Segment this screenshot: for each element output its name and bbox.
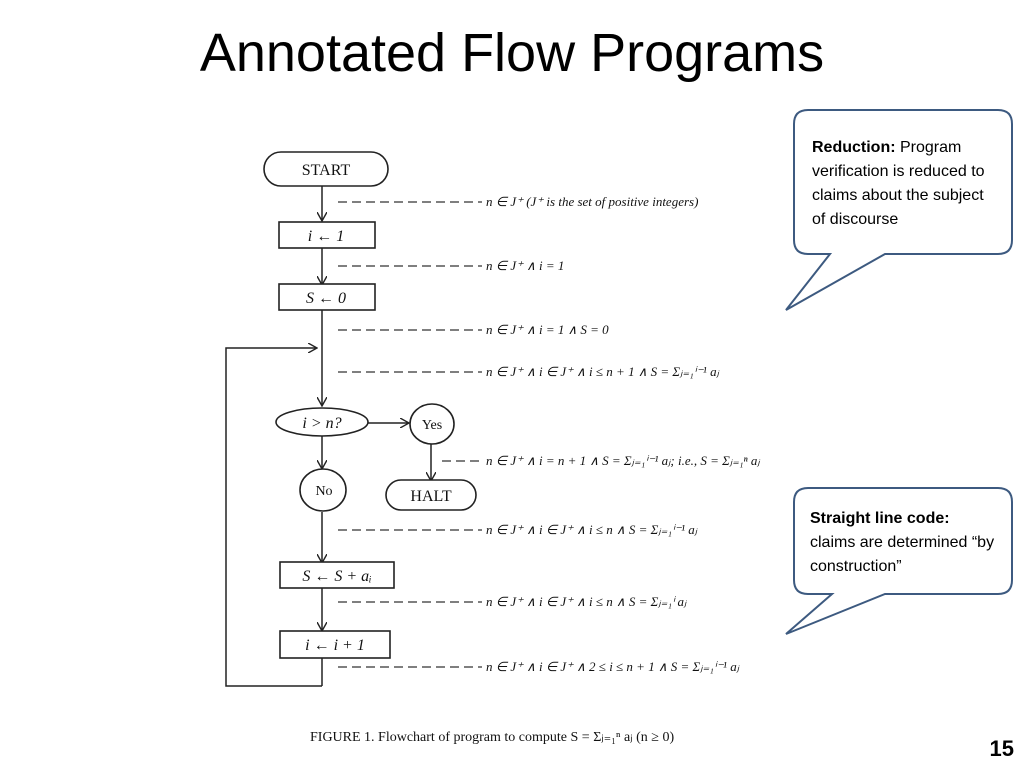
assertion-1: n ∈ J⁺ (J⁺ is the set of positive intege… bbox=[486, 194, 698, 209]
assertion-5: n ∈ J⁺ ∧ i = n + 1 ∧ S = Σⱼ₌₁ⁱ⁻¹ aⱼ; i.e… bbox=[486, 453, 760, 468]
callout-bubble-straight-line bbox=[785, 487, 1013, 635]
increment-box bbox=[279, 630, 391, 659]
assertion-leaders bbox=[338, 201, 482, 668]
figure-caption: FIGURE 1. Flowchart of program to comput… bbox=[310, 730, 674, 745]
no-node bbox=[299, 468, 347, 512]
halt-node bbox=[385, 479, 477, 511]
callout-reduction-body: Program verification is reduced to claim… bbox=[812, 139, 985, 228]
assign-s-label: S ← 0 bbox=[306, 290, 346, 307]
assign-s-box bbox=[278, 283, 376, 311]
callout-reduction-heading: Reduction: bbox=[812, 139, 896, 156]
no-label: No bbox=[315, 484, 332, 499]
callout-bubble-reduction bbox=[785, 109, 1013, 311]
assertion-6: n ∈ J⁺ ∧ i ∈ J⁺ ∧ i ≤ n ∧ S = Σⱼ₌₁ⁱ⁻¹ aⱼ bbox=[486, 522, 698, 537]
assertion-7: n ∈ J⁺ ∧ i ∈ J⁺ ∧ i ≤ n ∧ S = Σⱼ₌₁ⁱ aⱼ bbox=[486, 594, 687, 609]
assign-i-label: i ← 1 bbox=[308, 228, 344, 245]
callout-straight-line-heading: Straight line code: bbox=[810, 510, 950, 527]
start-label: START bbox=[302, 162, 351, 179]
start-node bbox=[263, 151, 389, 187]
accumulate-label: S ← S + aᵢ bbox=[302, 568, 371, 585]
page-number: 15 bbox=[989, 736, 1014, 761]
accumulate-box bbox=[279, 561, 395, 589]
halt-label: HALT bbox=[410, 488, 451, 505]
callout-reduction: Reduction: Program verification is reduc… bbox=[812, 136, 1000, 232]
callout-straight-line-body: claims are determined “by construction” bbox=[810, 534, 995, 575]
assertion-3: n ∈ J⁺ ∧ i = 1 ∧ S = 0 bbox=[486, 322, 609, 337]
assertion-8: n ∈ J⁺ ∧ i ∈ J⁺ ∧ 2 ≤ i ≤ n + 1 ∧ S = Σⱼ… bbox=[486, 659, 740, 674]
assertion-2: n ∈ J⁺ ∧ i = 1 bbox=[486, 258, 564, 273]
assign-i-box bbox=[278, 221, 376, 249]
yes-node bbox=[409, 403, 455, 445]
test-node bbox=[275, 407, 369, 437]
assertion-4: n ∈ J⁺ ∧ i ∈ J⁺ ∧ i ≤ n + 1 ∧ S = Σⱼ₌₁ⁱ⁻… bbox=[486, 364, 720, 379]
yes-label: Yes bbox=[422, 418, 442, 433]
increment-label: i ← i + 1 bbox=[305, 637, 365, 654]
slide-title: Annotated Flow Programs bbox=[199, 23, 825, 83]
test-label: i > n? bbox=[302, 415, 341, 432]
callout-straight-line: Straight line code: claims are determine… bbox=[810, 507, 1002, 579]
flow-connectors bbox=[225, 186, 431, 687]
